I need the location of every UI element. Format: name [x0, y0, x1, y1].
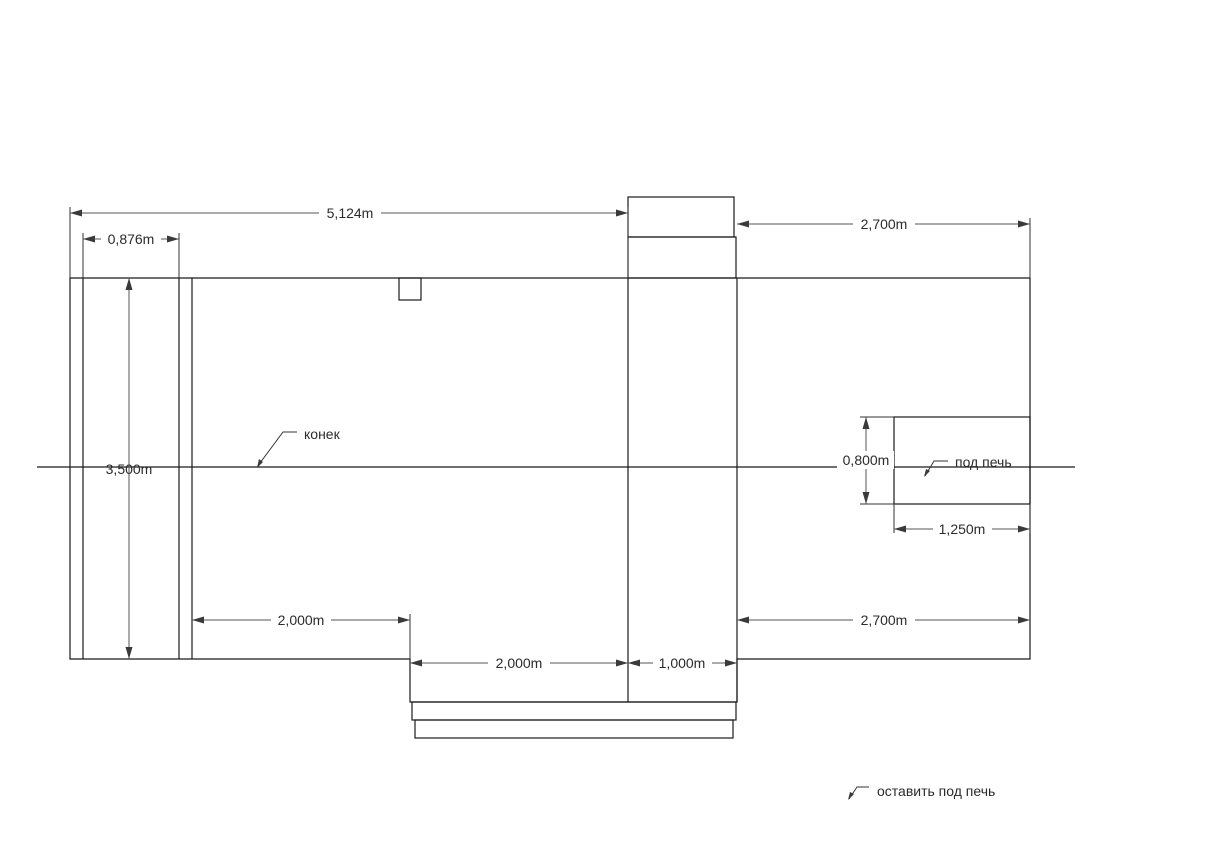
arrowhead [1018, 525, 1030, 533]
arrowhead [894, 525, 906, 533]
stove-leader [924, 460, 948, 477]
ridge-label: конек [304, 426, 341, 442]
arrowhead [410, 659, 422, 667]
top-step-upper [627, 196, 735, 238]
arrowhead [862, 417, 870, 429]
arrowhead [192, 616, 204, 624]
arrowhead [725, 659, 737, 667]
dim-label-top-left-strip: 0,876m [108, 231, 155, 247]
chimney-notch [398, 277, 422, 301]
arrowhead [125, 647, 133, 659]
arrowhead [616, 659, 628, 667]
dim-label-top-total: 5,124m [327, 205, 374, 221]
porch-step-2 [414, 719, 734, 739]
arrowhead [167, 235, 179, 243]
annotations: конек под печь оставить под печь [256, 426, 1012, 800]
arrowhead [1018, 616, 1030, 624]
arrowhead [862, 492, 870, 504]
legend-label: оставить под печь [877, 783, 995, 799]
dim-label-bottom-right: 2,700m [861, 612, 908, 628]
arrowhead [257, 459, 263, 468]
dim-label-stove-width: 1,250m [939, 521, 986, 537]
arrowhead [125, 278, 133, 290]
arrowhead [616, 209, 628, 217]
arrowhead [1018, 220, 1030, 228]
stove-base-label: под печь [955, 454, 1012, 470]
building-outline [69, 196, 1031, 739]
arrowhead [628, 659, 640, 667]
dim-label-bottom-vestibule: 1,000m [659, 655, 706, 671]
dim-label-top-right: 2,700m [861, 216, 908, 232]
arrowhead [398, 616, 410, 624]
arrowhead [848, 792, 854, 800]
arrowhead [737, 616, 749, 624]
dimension-lines: 5,124m 0,876m 2,700m 3,500m 0,800m [69, 204, 1031, 672]
dim-label-bottom-porch: 2,000m [496, 655, 543, 671]
dim-label-stove-height: 0,800m [843, 452, 890, 468]
ridge-leader [256, 431, 297, 468]
arrowhead [70, 209, 82, 217]
arrowhead [83, 235, 95, 243]
arrowhead [737, 220, 749, 228]
main-outline [69, 277, 1031, 703]
porch-step-1 [411, 701, 737, 721]
dim-label-left-height: 3,500m [106, 461, 153, 477]
arrowhead [924, 469, 930, 477]
dim-label-bottom-left: 2,000m [278, 612, 325, 628]
top-step-lower [627, 236, 737, 279]
